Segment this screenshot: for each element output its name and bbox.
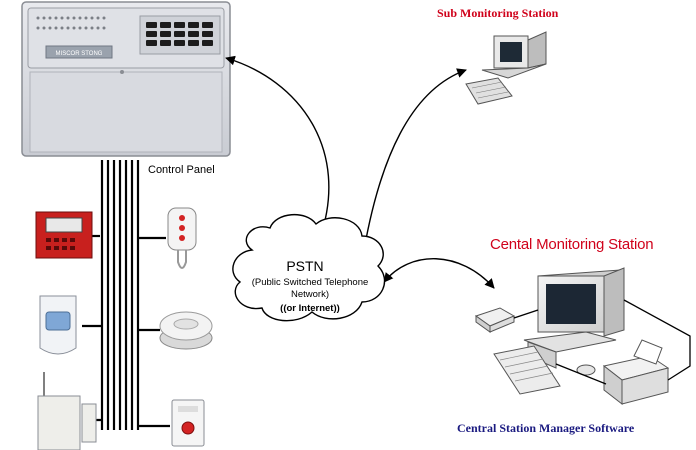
- central-station-computer: [493, 267, 625, 395]
- central-printer: [602, 339, 670, 406]
- software-title: Central Station Manager Software: [457, 421, 635, 435]
- motion-sensor: [39, 295, 77, 355]
- central-cables: [513, 299, 691, 385]
- remote-keyfob: [167, 207, 197, 269]
- link-pstn-substation: [360, 68, 467, 251]
- smoke-detector: [159, 311, 213, 350]
- panic-button: [171, 399, 205, 447]
- pstn-subtitle: (Public Switched Telephone Network): [251, 277, 369, 300]
- link-pstn-central: [383, 258, 495, 289]
- door-sensor: [37, 372, 97, 450]
- central-station-title: Cental Monitoring Station: [490, 236, 654, 253]
- pstn-cloud: [232, 213, 386, 322]
- panel-wires: [82, 160, 170, 430]
- panel-keypad: [36, 15, 221, 74]
- pstn-title: PSTN: [286, 258, 324, 274]
- central-modem: [474, 307, 516, 333]
- fire-alarm-panel: [35, 211, 93, 259]
- control-panel-label: Control Panel: [148, 164, 215, 176]
- pstn-alt: ((or Internet)): [280, 303, 340, 314]
- panel-brand: MISCOR STONG: [56, 51, 103, 57]
- sub-station-title: Sub Monitoring Station: [437, 6, 559, 20]
- link-panel-pstn: [225, 55, 330, 239]
- sub-station-computer: [465, 31, 547, 105]
- control-panel-device: MISCOR STONG: [21, 1, 231, 157]
